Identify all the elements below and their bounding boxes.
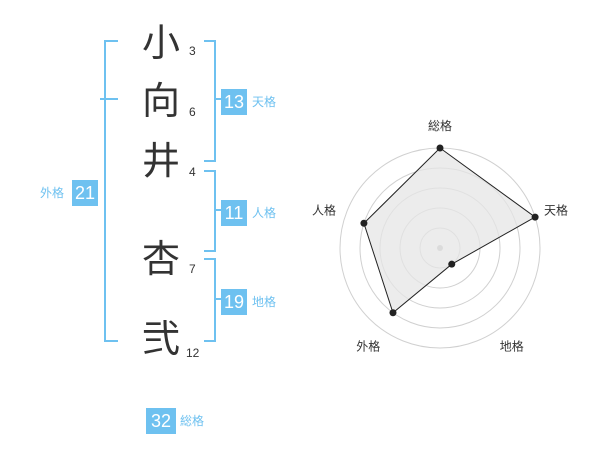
jinkaku-bracket <box>204 170 216 252</box>
gaikaku-label: 外格 <box>40 186 65 200</box>
tenkaku-value: 13 <box>221 89 247 115</box>
radar-axis-label-5: 人格 <box>312 202 336 217</box>
name-char-2: 向 <box>142 79 181 123</box>
gaikaku-value: 21 <box>72 180 98 206</box>
chikaku-value: 19 <box>221 289 247 315</box>
name-char-1: 小 <box>142 21 181 65</box>
gaikaku-bracket <box>104 40 118 342</box>
radar-point-3 <box>448 260 456 268</box>
soukaku-label: 総格 <box>180 414 205 428</box>
radar-point-5 <box>360 219 368 227</box>
chikaku-label: 地格 <box>252 295 277 309</box>
radar-series-polygon <box>363 147 537 314</box>
jinkaku-tick <box>214 209 222 211</box>
radar-point-1 <box>436 144 444 152</box>
gaikaku-tick <box>100 98 118 100</box>
radar-axis-label-2: 天格 <box>544 202 568 217</box>
radar-axis-label-1: 総格 <box>428 118 452 133</box>
radar-point-2 <box>531 213 539 221</box>
stroke-count-4: 7 <box>189 262 196 276</box>
radar-axis-label-3: 地格 <box>500 339 524 354</box>
tenkaku-label: 天格 <box>252 95 277 109</box>
name-char-3: 井 <box>142 139 181 183</box>
radar-point-4 <box>389 309 397 317</box>
stroke-count-1: 3 <box>189 44 196 58</box>
chikaku-tick <box>214 298 222 300</box>
tenkaku-tick <box>214 98 222 100</box>
soukaku-value: 32 <box>146 408 176 434</box>
stroke-count-3: 4 <box>189 165 196 179</box>
stroke-count-2: 6 <box>189 105 196 119</box>
jinkaku-label: 人格 <box>252 206 277 220</box>
radar-axis-label-4: 外格 <box>356 339 380 354</box>
stroke-count-5: 12 <box>186 346 200 360</box>
tenkaku-bracket <box>204 40 216 162</box>
jinkaku-value: 11 <box>221 200 247 226</box>
name-char-5: 弐 <box>142 317 181 361</box>
chikaku-bracket <box>204 258 216 342</box>
name-char-4: 杏 <box>142 237 181 281</box>
